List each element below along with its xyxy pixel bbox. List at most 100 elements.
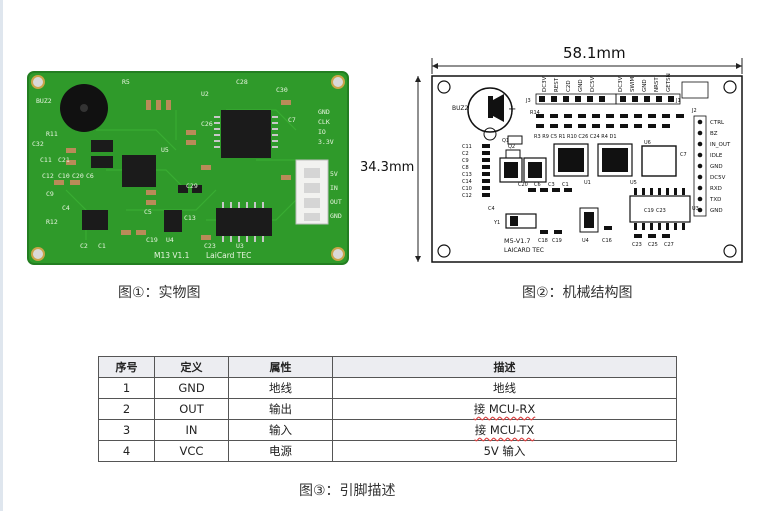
ref-r7: C19 xyxy=(644,208,654,214)
ref-q2: Q2 xyxy=(508,144,515,150)
figure3-caption: 图③：引脚描述 xyxy=(299,483,396,499)
silk-label: C9 xyxy=(46,190,54,198)
ref-cap: C27 xyxy=(664,242,674,248)
ref-cap: C2 xyxy=(462,151,469,157)
top-pin-label: DC3V xyxy=(542,76,548,92)
table-row: 4 VCC 电源 5V 输入 xyxy=(98,440,677,462)
col-header-definition: 定义 xyxy=(154,356,229,378)
pin-table: 序号 定义 属性 描述 1 GND 地线 地线 2 OUT 输出 接 MCU-R… xyxy=(98,356,677,462)
cell-description: 接 MCU-RX xyxy=(332,398,677,420)
silk-label: C32 xyxy=(32,140,44,148)
ref-cap: C4 xyxy=(488,206,495,212)
pin-label: IN xyxy=(330,184,338,192)
silk-label: C5 xyxy=(144,208,152,216)
right-pin-label: IN_OUT xyxy=(710,142,731,148)
silk-label: C13 xyxy=(184,214,196,222)
ref-cap: C12 xyxy=(462,193,472,199)
silk-label: C30 xyxy=(276,86,288,94)
resistor-row-label: R3 R9 C5 R1 R10 C26 C24 R4 D1 xyxy=(534,134,617,140)
ref-cap: C9 xyxy=(462,158,469,164)
cell-description: 接 MCU-TX xyxy=(332,419,677,441)
cell-index: 4 xyxy=(98,440,155,462)
width-dimension: 58.1mm xyxy=(563,44,626,62)
cell-description-text: 接 MCU-RX xyxy=(473,402,536,416)
ref-cap: C3 xyxy=(548,182,555,188)
buzzer-plus: + xyxy=(508,104,516,115)
right-pin-label: RXD xyxy=(710,186,722,192)
col-header-attribute: 属性 xyxy=(228,356,333,378)
ref-cap: C11 xyxy=(462,144,472,150)
right-pin-label: GND xyxy=(710,208,723,214)
silk-label: R5 xyxy=(122,78,130,86)
ref-r14: R14 xyxy=(530,110,540,116)
silk-label: C28 xyxy=(236,78,248,86)
board-brand: LAICARD TEC xyxy=(504,247,544,254)
height-dimension: 34.3mm xyxy=(360,160,414,175)
cell-attribute: 输出 xyxy=(228,398,333,420)
ref-u1: U1 xyxy=(584,180,591,186)
silk-label: C19 xyxy=(146,236,158,244)
right-pin-label: TXD xyxy=(709,197,721,203)
ref-j2: J2 xyxy=(691,108,697,114)
figure1-caption: 图①：实物图 xyxy=(118,285,201,301)
col-header-description: 描述 xyxy=(332,356,677,378)
ref-c7: C7 xyxy=(680,152,687,158)
pin-label: OUT xyxy=(330,198,342,206)
silk-label: U2 xyxy=(201,90,209,98)
table-row: 2 OUT 输出 接 MCU-RX xyxy=(98,398,677,420)
top-pin-header xyxy=(535,93,681,105)
top-pin-label: DC5V xyxy=(590,76,596,92)
cell-definition: OUT xyxy=(154,398,229,420)
silk-label: C2 xyxy=(80,242,88,250)
top-pin-label: NRST xyxy=(654,77,660,92)
silk-label: R12 xyxy=(46,218,58,226)
silk-label: R11 xyxy=(46,130,58,138)
ref-u6: U6 xyxy=(644,140,651,146)
ref-j1: J1 xyxy=(675,98,681,104)
silk-label: C7 xyxy=(288,116,296,124)
ref-cap: C23 xyxy=(632,242,642,248)
cell-description: 地线 xyxy=(332,377,677,399)
cell-definition: VCC xyxy=(154,440,229,462)
mechanical-drawing: 58.1mm 34.3mm + BUZ2 DC3V REST C2D GND D… xyxy=(360,44,743,263)
top-pin-label: REST xyxy=(554,77,560,92)
top-pin-label: DC3V xyxy=(618,76,624,92)
right-pin-label: CTRL xyxy=(710,120,725,126)
silk-label: U3 xyxy=(236,242,244,250)
right-pin-label: DC5V xyxy=(710,175,726,181)
board-model: M5-V1.7 xyxy=(504,237,531,245)
cell-index: 2 xyxy=(98,398,155,420)
ref-cap: C8 xyxy=(462,165,469,171)
right-pin-label: BZ xyxy=(710,131,718,137)
ref-y1: Y1 xyxy=(493,220,500,226)
ref-q1: Q1 xyxy=(502,138,509,144)
pin-label: GND xyxy=(318,108,330,116)
ref-j3: J3 xyxy=(525,98,531,104)
silk-label: C11 xyxy=(40,156,52,164)
table-row: 1 GND 地线 地线 xyxy=(98,377,677,399)
cell-definition: GND xyxy=(154,377,229,399)
top-pin-label: GND xyxy=(578,79,584,92)
cell-attribute: 电源 xyxy=(228,440,333,462)
ref-u5: U5 xyxy=(630,180,637,186)
ref-cap: C18 xyxy=(538,238,548,244)
silk-label: C29 xyxy=(186,182,198,190)
page-left-rule xyxy=(0,0,3,511)
cell-description: 5V 输入 xyxy=(332,440,677,462)
ref-cap: C6 xyxy=(534,182,541,188)
ref-r6: C23 xyxy=(656,208,666,214)
silk-label: C12 xyxy=(42,172,54,180)
silk-label: C1 xyxy=(98,242,106,250)
table-header-row: 序号 定义 属性 描述 xyxy=(98,356,677,378)
buzzer-label: BUZ2 xyxy=(452,105,469,112)
silk-label: C26 xyxy=(201,120,213,128)
ref-cap: C16 xyxy=(602,238,612,244)
silk-label: C23 xyxy=(204,242,216,250)
silk-brand: LaiCard TEC xyxy=(206,251,251,260)
cell-index: 1 xyxy=(98,377,155,399)
silk-label: C6 xyxy=(86,172,94,180)
top-pin-label: C2D xyxy=(566,80,572,92)
silk-label: C21 xyxy=(58,156,70,164)
right-pin-label: IDLE xyxy=(710,153,723,159)
silk-model: M13 V1.1 xyxy=(154,251,190,260)
